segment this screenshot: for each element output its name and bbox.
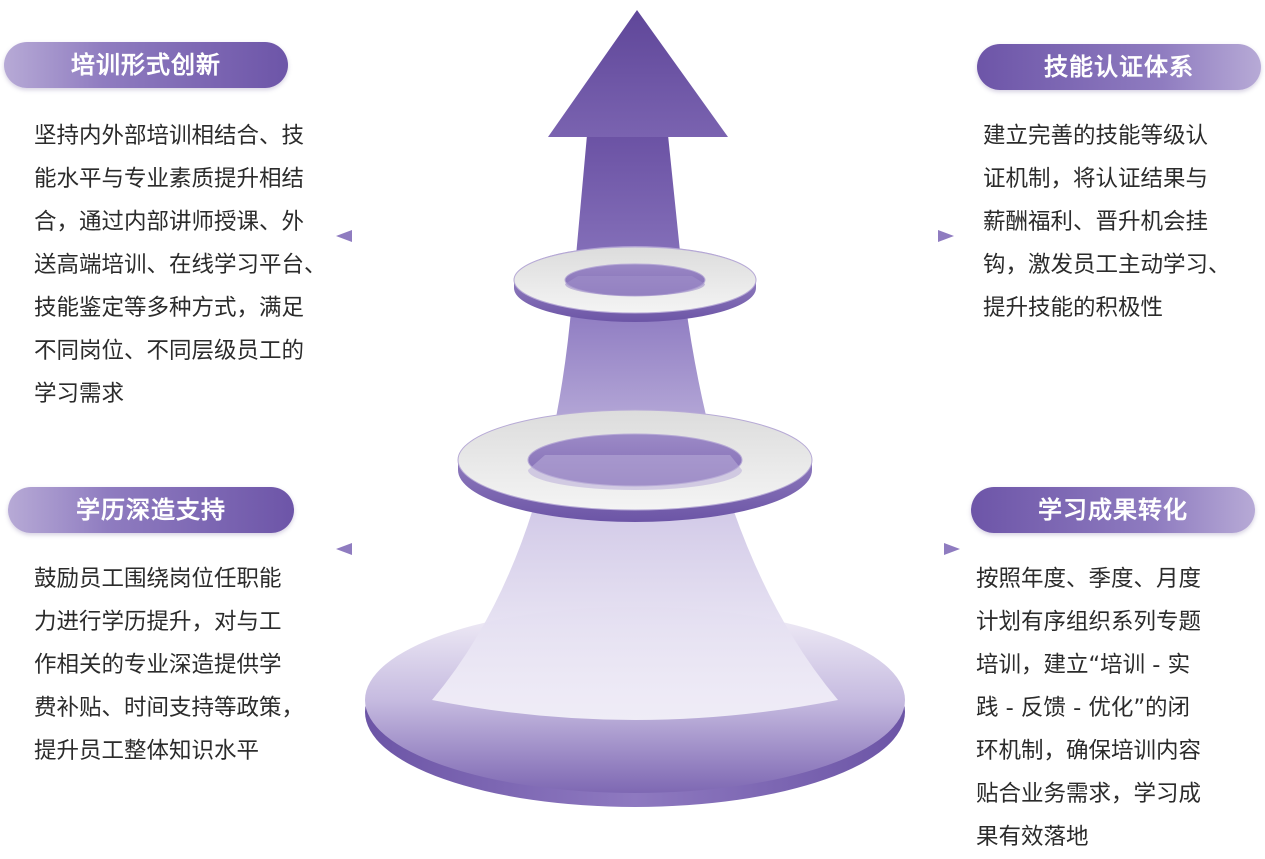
desc-learning-outcome-transformation: 按照年度、季度、月度 计划有序组织系列专题 培训，建立“培训 - 实 践 - 反… bbox=[976, 558, 1201, 859]
desc-line: 环机制，确保培训内容 bbox=[976, 738, 1202, 764]
desc-line: 不同岗位、不同层级员工的 bbox=[34, 338, 305, 364]
desc-line: 坚持内外部培训相结合、技 bbox=[34, 123, 305, 149]
connector-bottom-left bbox=[336, 543, 445, 555]
ring-upper bbox=[513, 246, 757, 322]
desc-line: 提升员工整体知识水平 bbox=[34, 738, 260, 764]
desc-training-form-innovation: 坚持内外部培训相结合、技 能水平与专业素质提升相结 合，通过内部讲师授课、外 送… bbox=[34, 115, 327, 416]
desc-line: 证机制，将认证结果与 bbox=[983, 166, 1209, 192]
desc-line: 费补贴、时间支持等政策， bbox=[34, 695, 305, 721]
desc-line: 送高端培训、在线学习平台、 bbox=[34, 252, 327, 278]
desc-line: 建立完善的技能等级认 bbox=[983, 123, 1209, 149]
title-skill-certification: 技能认证体系 bbox=[977, 44, 1261, 90]
desc-line: 能水平与专业素质提升相结 bbox=[34, 166, 305, 192]
title-training-form-innovation: 培训形式创新 bbox=[4, 42, 288, 88]
arrow-head bbox=[548, 10, 728, 137]
desc-line: 鼓励员工围绕岗位任职能 bbox=[34, 566, 282, 592]
desc-line: 贴合业务需求，学习成 bbox=[976, 781, 1202, 807]
connector-top-left bbox=[336, 230, 500, 242]
desc-line: 果有效落地 bbox=[976, 824, 1089, 850]
desc-line: 力进行学历提升，对与工 bbox=[34, 609, 282, 635]
desc-line: 培训，建立“培训 - 实 bbox=[976, 652, 1191, 678]
ring-lower bbox=[457, 409, 813, 522]
connector-bottom-right bbox=[835, 543, 960, 555]
desc-line: 技能鉴定等多种方式，满足 bbox=[34, 295, 305, 321]
desc-skill-certification: 建立完善的技能等级认 证机制，将认证结果与 薪酬福利、晋升机会挂 钩，激发员工主… bbox=[983, 115, 1231, 330]
desc-line: 学习需求 bbox=[34, 381, 125, 407]
desc-line: 钩，激发员工主动学习、 bbox=[983, 252, 1231, 278]
desc-line: 作相关的专业深造提供学 bbox=[34, 652, 282, 678]
title-learning-outcome-transformation: 学习成果转化 bbox=[971, 487, 1255, 533]
desc-line: 提升技能的积极性 bbox=[983, 295, 1164, 321]
desc-line: 合，通过内部讲师授课、外 bbox=[34, 209, 305, 235]
desc-line: 薪酬福利、晋升机会挂 bbox=[983, 209, 1209, 235]
desc-line: 践 - 反馈 - 优化”的闭 bbox=[976, 695, 1191, 721]
title-education-support: 学历深造支持 bbox=[8, 487, 294, 533]
desc-line: 计划有序组织系列专题 bbox=[976, 609, 1202, 635]
desc-line: 按照年度、季度、月度 bbox=[976, 566, 1202, 592]
desc-education-support: 鼓励员工围绕岗位任职能 力进行学历提升，对与工 作相关的专业深造提供学 费补贴、… bbox=[34, 558, 304, 773]
connector-top-right bbox=[770, 230, 954, 242]
